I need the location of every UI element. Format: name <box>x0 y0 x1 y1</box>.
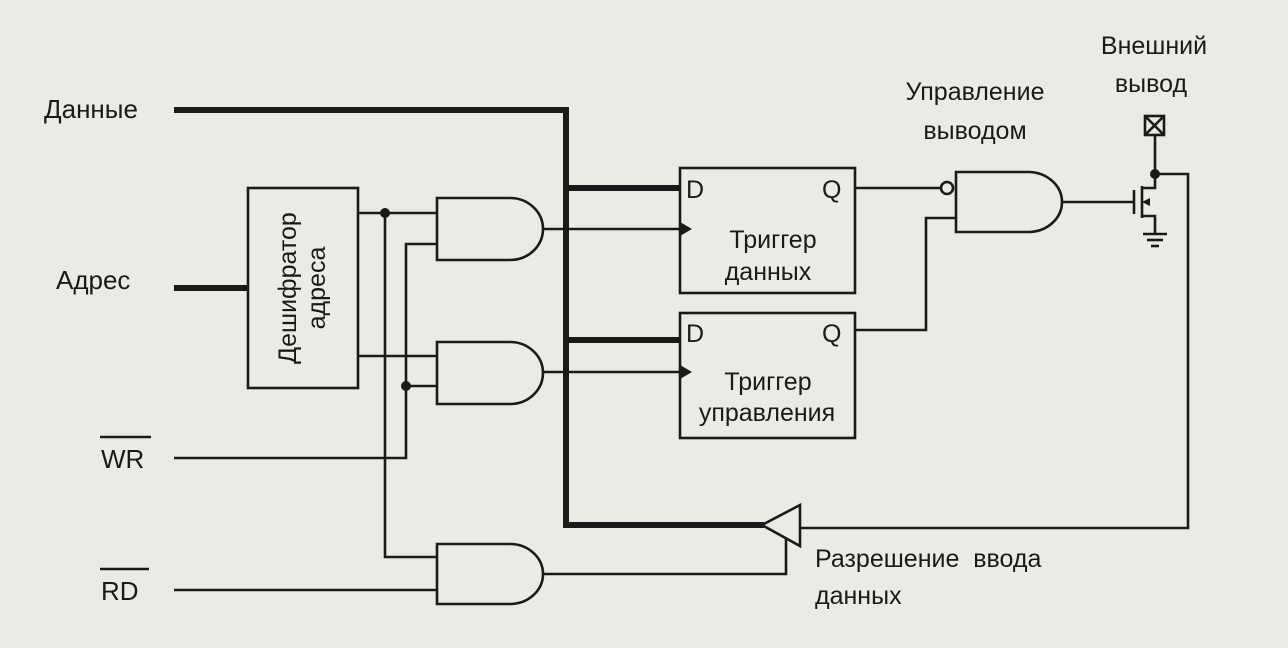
data-trigger-q-pin: Q <box>822 176 841 204</box>
and-gate-1 <box>435 196 545 262</box>
label-external-pin-line2: вывод <box>1115 70 1188 98</box>
output-transistor-icon <box>1132 174 1167 248</box>
label-rd: RD <box>101 576 139 606</box>
input-buffer <box>759 502 802 549</box>
control-trigger-d-pin: D <box>686 320 704 348</box>
label-address: Адрес <box>56 265 130 295</box>
and-gate-3 <box>435 542 545 606</box>
control-trigger-q-pin: Q <box>822 320 841 348</box>
clock-arrow-icon <box>680 365 692 379</box>
input-enable-wire <box>543 534 788 576</box>
decoder-output-wires <box>358 211 437 559</box>
label-input-enable-line1: Разрешение ввода <box>815 545 1041 573</box>
output-and-gate <box>954 170 1064 234</box>
data-trigger-box <box>678 166 857 295</box>
label-wr: WR <box>101 444 144 474</box>
control-trigger-line1: Триггер <box>724 368 811 396</box>
label-external-pin-line1: Внешний <box>1101 32 1207 60</box>
and-gate-2 <box>435 340 545 406</box>
label-data: Данные <box>44 94 138 124</box>
feedback-wire <box>800 172 1190 530</box>
decoder-label-line2: адреса <box>303 247 331 330</box>
junction-dot <box>401 381 411 391</box>
decoder-label-line1: Дешифратор <box>274 212 302 364</box>
external-pin-icon <box>1143 114 1166 137</box>
data-trigger-d-pin: D <box>686 176 704 204</box>
inverter-bubble-icon <box>939 180 955 196</box>
data-trigger-line1: Триггер <box>729 226 816 254</box>
data-bus <box>174 107 764 528</box>
address-decoder-box <box>246 186 360 390</box>
control-trigger-line2: управления <box>699 399 835 427</box>
junction-dot <box>380 208 390 218</box>
data-trigger-line2: данных <box>725 258 812 286</box>
control-q-wire <box>855 216 956 332</box>
label-output-control-line1: Управление <box>906 78 1045 106</box>
label-input-enable-line2: данных <box>815 582 902 610</box>
clock-arrow-icon <box>680 222 692 236</box>
wr-wire <box>174 242 437 460</box>
label-output-control-line2: выводом <box>923 117 1026 145</box>
